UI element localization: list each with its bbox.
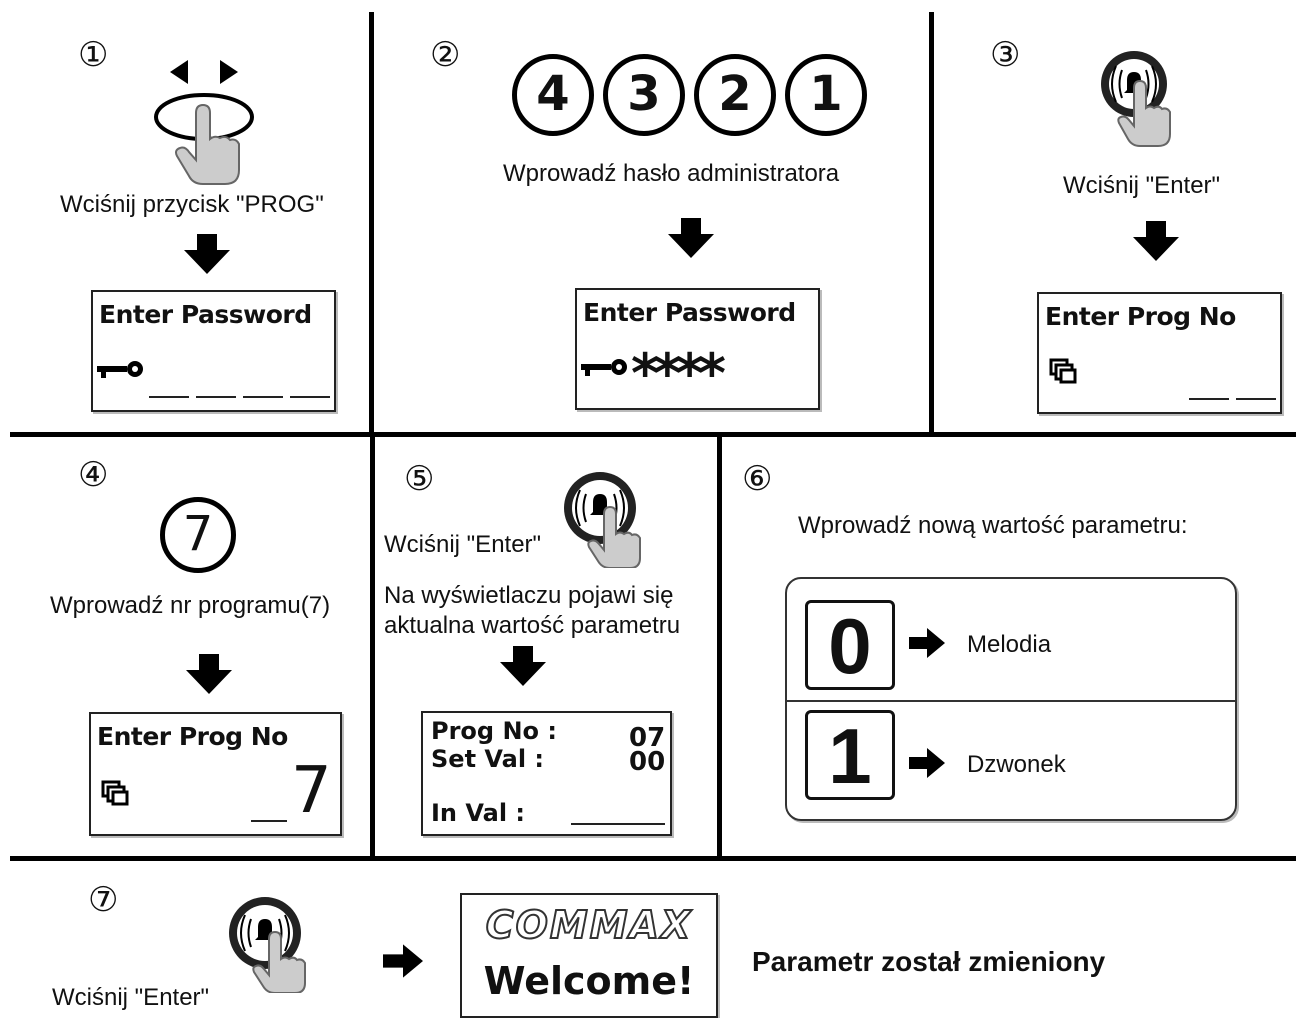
digit-circle: 1: [785, 54, 867, 136]
step-4-lcd: Enter Prog No 7: [89, 712, 342, 836]
lcd-row-label: Prog No :: [431, 717, 557, 745]
step-7-number: ⑦: [88, 880, 119, 920]
divider-v4: [717, 437, 722, 857]
lcd-row-value: 00: [629, 747, 666, 777]
divider-h1: [10, 432, 1296, 437]
step-5-note-line2: aktualna wartość parametru: [384, 612, 681, 639]
step-4-number: ④: [78, 455, 109, 495]
option-label-dzwonek: Dzwonek: [967, 751, 1066, 778]
key-icon: [97, 361, 143, 378]
step-2-down-arrow: [668, 218, 714, 258]
password-slot: [243, 396, 283, 398]
program-stack-icon: [101, 780, 129, 806]
password-slot: [196, 396, 236, 398]
divider-v2: [929, 12, 934, 433]
step-2-lcd: Enter Password ****: [575, 288, 820, 410]
step-7-caption: Wciśnij "Enter": [52, 984, 210, 1011]
step-3-caption: Wciśnij "Enter": [1063, 172, 1221, 199]
result-text: Parametr został zmieniony: [752, 946, 1106, 977]
step-3-number: ③: [990, 35, 1021, 75]
step-3-lcd-title: Enter Prog No: [1045, 302, 1236, 331]
step-5-note-line1: Na wyświetlaczu pojawi się: [384, 582, 674, 609]
step-3-lcd: Enter Prog No: [1037, 292, 1282, 414]
program-stack-icon: [1049, 358, 1077, 384]
divider-h2: [10, 856, 1296, 861]
lcd-row-value: 07: [629, 723, 666, 753]
right-arrow-icon: [909, 748, 945, 778]
enter-button-icon: [564, 472, 641, 568]
step-3-down-arrow: [1133, 221, 1179, 261]
enter-button-icon: [229, 897, 306, 993]
program-slot: [1236, 398, 1276, 400]
input-value-slot: [571, 823, 665, 825]
password-slot: [149, 396, 189, 398]
step-6-number: ⑥: [742, 459, 773, 499]
step-7-lcd: COMMAX Welcome!: [460, 893, 718, 1018]
program-number-value: 7: [291, 754, 332, 828]
options-divider: [787, 700, 1235, 702]
step-2-lcd-title: Enter Password: [583, 298, 796, 327]
step-5-down-arrow: [500, 646, 546, 686]
option-key-1: 1: [805, 710, 895, 800]
step-2-number: ②: [430, 35, 461, 75]
divider-v3: [370, 437, 375, 857]
step-6-caption: Wprowadź nową wartość parametru:: [798, 512, 1188, 539]
step-1-lcd-title: Enter Password: [99, 300, 312, 329]
commax-logo: COMMAX: [485, 902, 693, 948]
lcd-row-label: In Val :: [431, 799, 526, 827]
step-1-down-arrow: [184, 234, 230, 274]
program-slot: [1189, 398, 1229, 400]
password-masked: ****: [631, 342, 726, 405]
right-arrow-icon: [909, 628, 945, 658]
program-slot: [251, 820, 287, 822]
digit-circle: 2: [694, 54, 776, 136]
step-1-caption: Wciśnij przycisk "PROG": [60, 191, 324, 218]
step-5-lcd: Prog No : 07 Set Val : 00 In Val :: [421, 711, 672, 836]
digit-circle: 3: [603, 54, 685, 136]
step-4-down-arrow: [186, 654, 232, 694]
step-4-lcd-title: Enter Prog No: [97, 722, 288, 751]
step-5-caption: Wciśnij "Enter": [384, 531, 542, 558]
divider-v1: [369, 12, 374, 433]
step-5-number: ⑤: [404, 459, 435, 499]
step-2-caption: Wprowadź hasło administratora: [503, 160, 840, 187]
digit-circle: 4: [512, 54, 594, 136]
password-slot: [290, 396, 330, 398]
welcome-text: Welcome!: [483, 959, 695, 1003]
lcd-row-label: Set Val :: [431, 745, 545, 773]
prog-button-touch-icon: [154, 60, 254, 185]
step-4-caption: Wprowadź nr programu(7): [50, 592, 331, 619]
option-label-melodia: Melodia: [967, 631, 1052, 658]
key-icon: [581, 359, 627, 376]
enter-button-icon: [1101, 51, 1171, 147]
right-arrow-icon: [383, 944, 423, 978]
options-panel: [785, 577, 1237, 821]
digit-circle: 7: [160, 497, 236, 573]
step-1-number: ①: [78, 35, 109, 75]
option-key-0: 0: [805, 600, 895, 690]
step-1-lcd: Enter Password: [91, 290, 336, 412]
